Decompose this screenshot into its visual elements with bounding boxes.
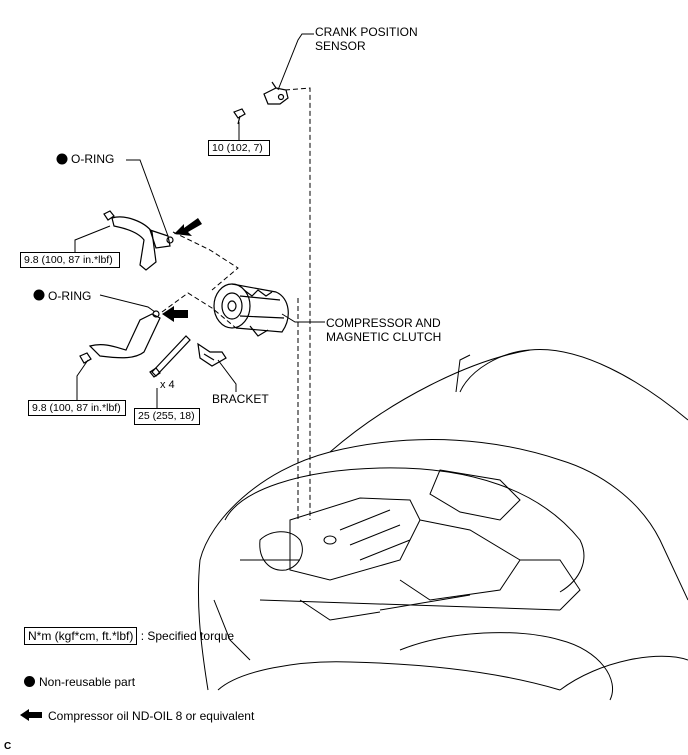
crank-sensor-label-line2: SENSOR xyxy=(315,39,366,53)
torque-compressor-bolts: 25 (255, 18) xyxy=(134,408,200,425)
torque-upper-pipe: 9.8 (100, 87 in.*lbf) xyxy=(20,252,120,268)
legend-non-reusable: Non-reusable part xyxy=(24,675,135,689)
legend-compressor-oil-text: Compressor oil ND-OIL 8 or equivalent xyxy=(48,709,255,723)
compressor-label-line2: MAGNETIC CLUTCH xyxy=(326,330,442,344)
compressor-label-line1: COMPRESSOR AND xyxy=(326,316,441,330)
crank-sensor-label: CRANK POSITION SENSOR xyxy=(315,25,418,53)
compressor-label: COMPRESSOR AND MAGNETIC CLUTCH xyxy=(326,316,441,344)
lower-pipe xyxy=(79,310,161,364)
legend-compressor-oil: Compressor oil ND-OIL 8 or equivalent xyxy=(20,709,254,723)
oring-lower-label: O-RING xyxy=(48,289,92,303)
legend-non-reusable-text: Non-reusable part xyxy=(39,675,136,689)
non-reusable-dot xyxy=(33,289,45,301)
oring-upper-label: O-RING xyxy=(71,152,115,166)
vehicle-outline xyxy=(197,349,688,701)
oil-arrow-icon xyxy=(20,709,42,721)
legend-torque: N*m (kgf*cm, ft.*lbf) : Specified torque xyxy=(24,627,235,645)
legend-torque-unit: N*m (kgf*cm, ft.*lbf) xyxy=(24,627,138,645)
compressor-bolt xyxy=(149,335,191,378)
leader-lines xyxy=(74,33,325,408)
compressor-magnetic-clutch xyxy=(213,283,289,337)
bracket xyxy=(197,342,227,367)
upper-pipe xyxy=(103,210,174,271)
dashed-guide-lines xyxy=(161,87,311,520)
corner-code: C xyxy=(4,741,12,752)
oil-arrow-upper xyxy=(174,218,202,236)
crank-sensor-label-line1: CRANK POSITION xyxy=(315,25,418,39)
torque-crank-sensor: 10 (102, 7) xyxy=(208,140,270,156)
bracket-label: BRACKET xyxy=(212,392,269,406)
legend-torque-desc: : Specified torque xyxy=(140,629,235,643)
torque-lower-pipe: 9.8 (100, 87 in.*lbf) xyxy=(28,400,126,416)
non-reusable-dot xyxy=(56,153,68,165)
crank-position-sensor xyxy=(233,81,289,125)
non-reusable-icon xyxy=(24,676,35,687)
bolt-count: x 4 xyxy=(160,379,175,391)
oil-arrow-lower xyxy=(162,306,188,322)
